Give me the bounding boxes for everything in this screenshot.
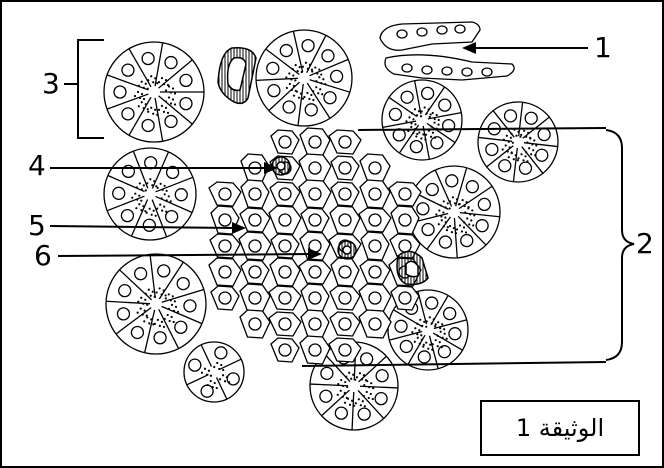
- label-5: 5: [28, 212, 46, 240]
- acinus: [106, 254, 206, 354]
- label-6: 6: [34, 242, 52, 270]
- acinus: [382, 80, 462, 160]
- label-2: 2: [636, 230, 654, 258]
- document-caption: الوثيقة 1: [516, 414, 604, 442]
- label-3: 3: [42, 70, 60, 98]
- acinus: [478, 102, 558, 182]
- label-4: 4: [28, 152, 46, 180]
- acinus: [256, 30, 352, 126]
- acinus: [184, 342, 244, 402]
- acinus: [104, 42, 204, 142]
- document-caption-box: الوثيقة 1: [480, 400, 640, 456]
- duct: [380, 22, 514, 80]
- acinus: [408, 166, 500, 258]
- label-1: 1: [594, 34, 612, 62]
